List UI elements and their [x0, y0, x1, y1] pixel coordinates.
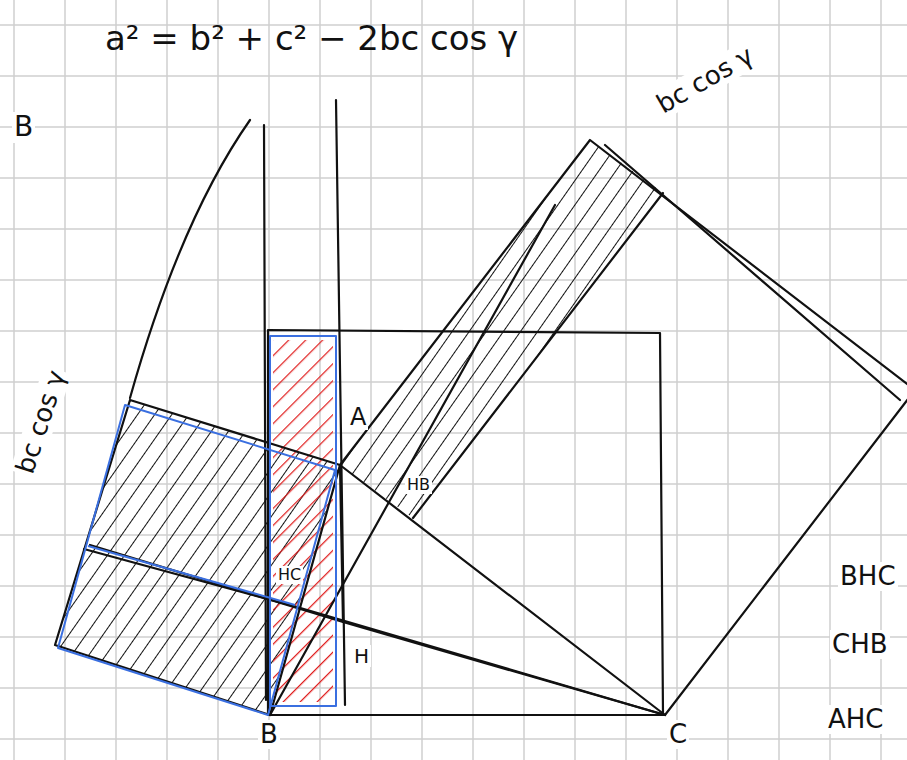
corner-label: B: [12, 112, 35, 143]
length-label: bc cos γ: [650, 40, 760, 120]
vertex-label: A: [348, 404, 368, 430]
orthocenter-label: H: [352, 645, 371, 667]
vertex-label: B: [258, 720, 280, 749]
formula-heading: a² = b² + c² − 2bc cos γ: [105, 20, 518, 57]
note-label: BHC: [838, 562, 898, 591]
vertex-label: C: [667, 720, 689, 749]
foot-label: HC: [276, 566, 303, 584]
foot-label: HB: [405, 476, 432, 494]
construction-lines: [55, 100, 907, 715]
note-label: CHB: [830, 630, 890, 659]
note-label: AHC: [826, 705, 886, 734]
highlight-outline: [58, 336, 336, 715]
